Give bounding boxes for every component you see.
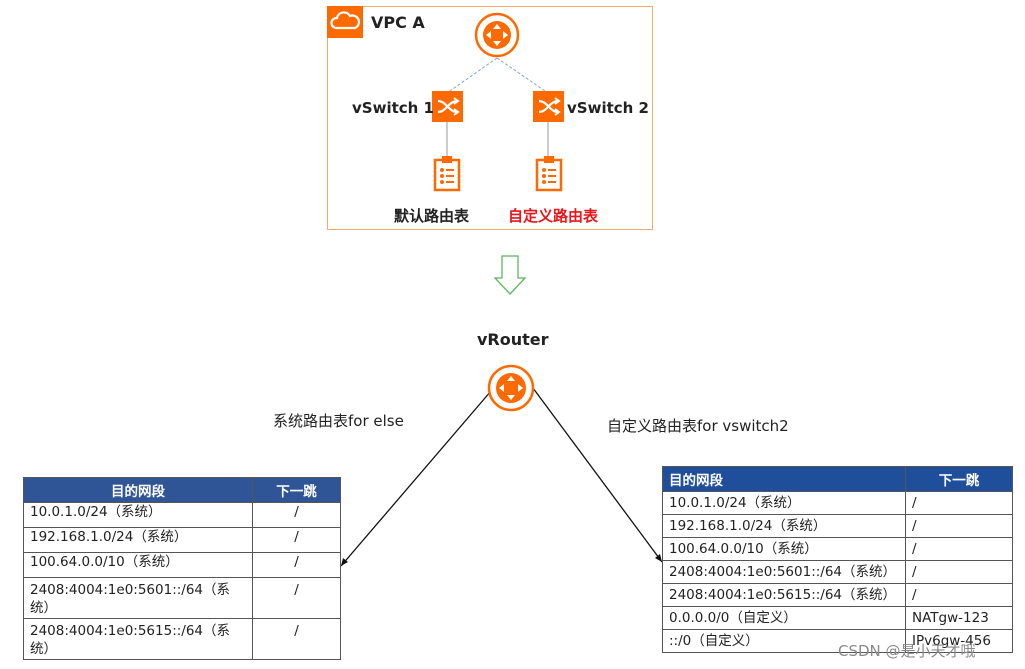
custom-route-table-label: 自定义路由表 (508, 207, 599, 225)
table-row: 10.0.1.0/24（系统） / (23, 502, 341, 528)
arrowhead-left (341, 558, 348, 566)
table-row: 100.64.0.0/10（系统） / (662, 537, 1013, 561)
next-hop-cell: / (905, 583, 1013, 607)
table-row: ::/0（自定义） IPv6gw-456 (662, 629, 1013, 653)
link-vrouter-right (529, 383, 663, 563)
next-hop-cell: / (905, 537, 1013, 561)
destination-cell: 2408:4004:1e0:5615::/64（系统） (23, 618, 253, 660)
next-hop-cell: / (252, 502, 341, 528)
right-table-label: 自定义路由表for vswitch2 (607, 417, 789, 435)
destination-cell: 100.64.0.0/10（系统） (23, 552, 253, 578)
destination-cell: 2408:4004:1e0:5615::/64（系统） (662, 583, 906, 607)
table-row: 2408:4004:1e0:5615::/64（系统） / (662, 583, 1013, 607)
destination-cell: 192.168.1.0/24（系统） (662, 514, 906, 538)
cloud-icon (330, 11, 361, 30)
destination-cell: 10.0.1.0/24（系统） (662, 491, 906, 515)
column-header-destination: 目的网段 (23, 477, 253, 503)
next-hop-cell: / (252, 577, 341, 619)
default-route-table-label: 默认路由表 (394, 207, 470, 225)
table-row: 10.0.1.0/24（系统） / (662, 491, 1013, 515)
table-row: 2408:4004:1e0:5601::/64（系统） / (662, 560, 1013, 584)
arrowhead-right (655, 554, 662, 562)
link-router-vs1 (446, 57, 498, 94)
custom-route-table: 目的网段 下一跳 10.0.1.0/24（系统） / 192.168.1.0/2… (662, 466, 1013, 653)
next-hop-cell: / (252, 527, 341, 553)
next-hop-cell: / (252, 552, 341, 578)
vpc-title: VPC A (371, 13, 425, 32)
vrouter-icon (487, 364, 535, 412)
next-hop-cell: / (905, 491, 1013, 515)
column-header-destination: 目的网段 (662, 466, 906, 492)
destination-cell: 2408:4004:1e0:5601::/64（系统） (23, 577, 253, 619)
destination-cell: 10.0.1.0/24（系统） (23, 502, 253, 528)
down-arrow-icon (493, 255, 527, 295)
left-table-label: 系统路由表for else (273, 412, 404, 430)
destination-cell: 192.168.1.0/24（系统） (23, 527, 253, 553)
link-router-vs2 (496, 57, 549, 94)
table-row: 0.0.0.0/0（自定义） NATgw-123 (662, 606, 1013, 630)
table-row: 2408:4004:1e0:5615::/64（系统） / (23, 618, 341, 660)
destination-cell: ::/0（自定义） (662, 629, 906, 653)
default-route-table-icon (433, 156, 461, 192)
vswitch2-label: vSwitch 2 (567, 99, 649, 117)
destination-cell: 0.0.0.0/0（自定义） (662, 606, 906, 630)
system-route-table: 目的网段 下一跳 10.0.1.0/24（系统） / 192.168.1.0/2… (23, 477, 341, 660)
vswitch1-label: vSwitch 1 (352, 99, 434, 117)
custom-route-table-icon (535, 156, 563, 192)
destination-cell: 2408:4004:1e0:5601::/64（系统） (662, 560, 906, 584)
watermark: CSDN @是小天才哦 (838, 642, 976, 660)
next-hop-cell: IPv6gw-456 (905, 629, 1013, 653)
table-row: 2408:4004:1e0:5601::/64（系统） / (23, 577, 341, 619)
column-header-next-hop: 下一跳 (905, 466, 1013, 492)
next-hop-cell: / (252, 618, 341, 660)
next-hop-cell: / (905, 560, 1013, 584)
link-vrouter-left (340, 383, 498, 567)
table-row: 100.64.0.0/10（系统） / (23, 552, 341, 578)
table-row: 192.168.1.0/24（系统） / (23, 527, 341, 553)
vswitch2-icon (533, 91, 564, 122)
destination-cell: 100.64.0.0/10（系统） (662, 537, 906, 561)
next-hop-cell: NATgw-123 (905, 606, 1013, 630)
vswitch1-icon (432, 91, 463, 122)
cloud-badge (327, 6, 363, 38)
vpc-container (327, 6, 653, 230)
next-hop-cell: / (905, 514, 1013, 538)
table-row: 192.168.1.0/24（系统） / (662, 514, 1013, 538)
vpc-router-icon (474, 12, 520, 58)
column-header-next-hop: 下一跳 (252, 477, 341, 503)
vrouter-label: vRouter (477, 330, 549, 349)
